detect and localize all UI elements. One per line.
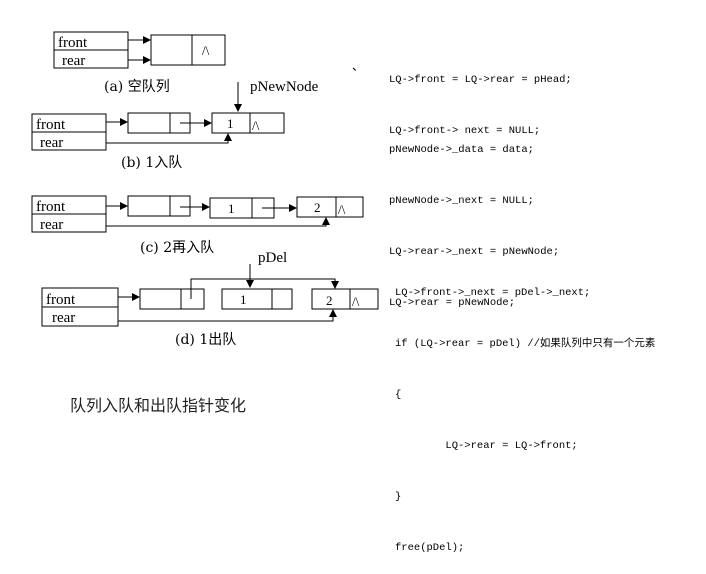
front-label-c: front [36, 199, 66, 215]
node-2-value-d: 2 [326, 293, 333, 308]
code-line: LQ->front = LQ->rear = pHead; [389, 74, 572, 86]
rear-arrow-c [106, 217, 330, 227]
code-line: LQ->rear = pNewNode; [389, 297, 516, 309]
node-1-b [211, 112, 285, 134]
section-a: front rear /\ (a) 空队列 [53, 31, 226, 95]
caption-d: (d) 1出队 [175, 332, 236, 348]
rear-label-d: rear [52, 310, 75, 326]
footer-caption: 队列入队和出队指针变化 [70, 396, 247, 415]
section-d: pDel front rear 1 2 /\ (d) 1出队 [41, 250, 379, 348]
code-line: pNewNode->_next = NULL; [389, 195, 534, 207]
front-label-b: front [36, 117, 66, 133]
head-node-c [127, 195, 191, 217]
code-line: } [395, 491, 402, 503]
rear-label-a: rear [62, 53, 85, 69]
rear-arrow-b [106, 133, 232, 144]
null-symbol-d: /\ [352, 294, 360, 309]
rear-arrow-d [118, 309, 337, 322]
rear-label-c: rear [40, 217, 63, 233]
node-2-c [296, 196, 364, 218]
code-line: free(pDel); [395, 542, 465, 554]
node-1-value-b: 1 [227, 116, 234, 131]
head-node-a [150, 34, 226, 66]
node-1-d [221, 288, 293, 310]
code-line: pNewNode->_data = data; [389, 144, 534, 156]
code-block-a: LQ->front = LQ->rear = pHead; LQ->front-… [389, 38, 572, 157]
null-symbol-c: /\ [338, 202, 346, 217]
code-line: LQ->rear->_next = pNewNode; [389, 246, 560, 258]
code-line: LQ->front->_next = pDel->_next; [395, 287, 591, 299]
code-line: { [395, 389, 402, 401]
code-line: LQ->rear = LQ->front; [395, 440, 578, 452]
caption-a: (a) 空队列 [104, 79, 170, 95]
section-c: front rear 1 2 /\ (c) 2再入队 [31, 195, 364, 256]
rear-label-b: rear [40, 135, 63, 151]
node-1-value-c: 1 [228, 201, 235, 216]
null-symbol-a: /\ [202, 43, 210, 58]
stray-mark: 、 [352, 59, 364, 73]
code-block-d: LQ->front->_next = pDel->_next; if (LQ->… [395, 251, 655, 574]
front-label-a: front [58, 35, 88, 51]
code-block-b: pNewNode->_data = data; pNewNode->_next … [389, 108, 559, 329]
node-1-value-d: 1 [240, 292, 247, 307]
caption-c: (c) 2再入队 [140, 240, 214, 256]
front-label-d: front [46, 292, 76, 308]
node-2-value-c: 2 [314, 200, 321, 215]
null-symbol-b: /\ [252, 118, 260, 133]
pointer-label-pdel: pDel [258, 250, 287, 266]
pointer-label-pnewnode: pNewNode [250, 79, 319, 95]
section-b: pNewNode front rear 1 /\ (b) 1入队 [31, 79, 319, 171]
caption-b: (b) 1入队 [121, 155, 182, 171]
code-line: if (LQ->rear = pDel) //如果队列中只有一个元素 [395, 338, 656, 350]
head-node-d [139, 288, 205, 310]
head-next-relink-arrow-d [190, 278, 339, 299]
node-2-d [311, 288, 379, 310]
code-line: LQ->front-> next = NULL; [389, 125, 541, 137]
queue-diagram: front rear /\ (a) 空队列 pNewNode front rea… [31, 31, 379, 348]
